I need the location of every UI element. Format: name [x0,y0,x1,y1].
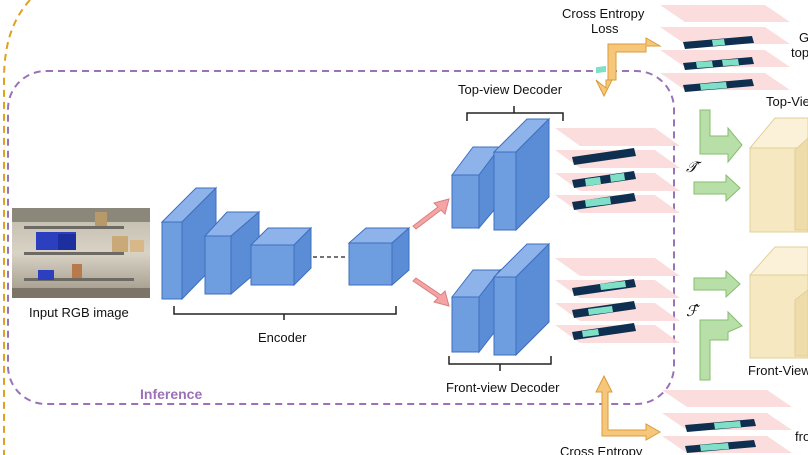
inference-region [7,70,675,405]
encoder-brace [173,306,397,320]
bottom-loss-arrow [595,374,662,441]
top-decoder-block-2 [492,117,551,232]
green-arrow-front-bend [699,310,743,381]
front-view-result-cube [748,246,808,359]
top-loss-arrow [595,37,662,98]
top-decoder-label: Top-view Decoder [458,82,563,97]
top-view-result-cube [748,117,808,233]
f-hat-symbol: ℱ̂ [686,303,701,320]
bottom-loss-label-line1: Cross Entropy [560,444,643,455]
front-gt-label-partial: fro [795,429,808,444]
top-decoder-block-1 [451,145,501,230]
front-decoder-block-2 [492,242,551,357]
encoder-label: Encoder [258,330,307,345]
input-image-label: Input RGB image [29,305,129,320]
front-view-prediction-stack [555,258,680,343]
top-view-ground-truth-stack [660,5,790,92]
encoder-block-4 [347,226,411,287]
input-rgb-image [12,208,150,298]
top-loss-label-line1: Cross Entropy [562,6,645,21]
t-hat-symbol: 𝒯̂ [686,159,702,176]
front-decoder-brace [448,356,552,371]
top-decoder-brace [466,106,564,121]
top-loss-label-line2: Loss [591,21,619,36]
front-decoder-block-1 [450,268,502,354]
arrow-to-front-decoder [412,277,450,307]
outer-training-border [3,0,31,455]
top-view-prediction-stack [555,65,680,213]
green-arrow-front-straight [693,269,741,299]
top-view-label-partial: Top-Vie [766,94,808,109]
top-gt-label-partial-2: top [791,45,808,60]
front-view-ground-truth-stack [662,390,792,453]
green-arrow-top-bend [699,109,743,164]
encoder-block-3 [249,226,313,287]
front-view-label-partial: Front-View [748,363,808,378]
front-decoder-label: Front-view Decoder [446,380,560,395]
top-gt-label-partial-1: G [799,30,808,45]
inference-label: Inference [140,386,202,402]
arrow-to-top-decoder [412,198,450,230]
green-arrow-top-straight [693,173,741,203]
